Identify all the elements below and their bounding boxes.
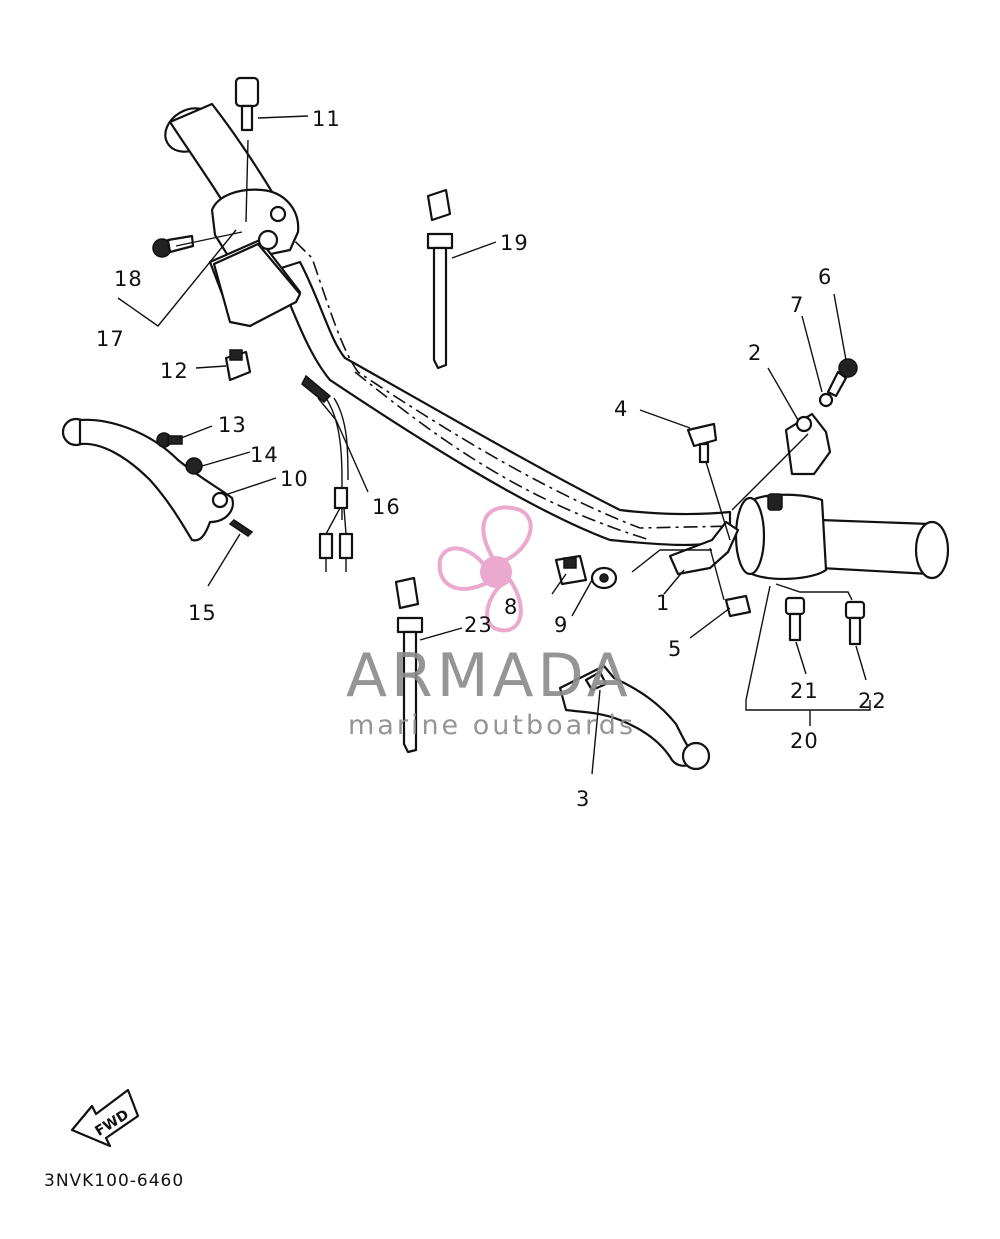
leader-lines xyxy=(117,115,871,775)
callout-9: 9 xyxy=(554,613,568,637)
callout-13: 13 xyxy=(218,413,247,437)
bolt-22 xyxy=(844,600,866,646)
callout-labels: 11 18 17 12 13 14 10 15 16 19 23 4 2 7 6… xyxy=(96,107,887,811)
callout-12: 12 xyxy=(160,359,189,383)
callout-23: 23 xyxy=(464,613,493,637)
callout-14: 14 xyxy=(250,443,279,467)
callout-19: 19 xyxy=(500,231,529,255)
callout-22: 22 xyxy=(858,689,887,713)
callout-2: 2 xyxy=(748,341,762,365)
diagram-code: 3NVK100-6460 xyxy=(44,1171,184,1191)
nut-5 xyxy=(724,594,752,618)
callout-3: 3 xyxy=(576,787,590,811)
screw-18 xyxy=(152,234,195,258)
brake-holder-2 xyxy=(784,412,832,476)
callout-15: 15 xyxy=(188,601,217,625)
adjuster-8 xyxy=(554,554,588,586)
clutch-lever xyxy=(61,417,254,542)
bracket-1 xyxy=(668,520,740,576)
wire-lead-16 xyxy=(301,374,354,572)
bolt-4 xyxy=(686,422,718,464)
brake-lever-3 xyxy=(558,664,711,771)
bolt-11 xyxy=(234,76,260,132)
nut-12 xyxy=(224,349,252,382)
washer-7 xyxy=(818,392,834,408)
callout-11: 11 xyxy=(312,107,341,131)
left-switch-housing xyxy=(208,188,302,328)
callout-21: 21 xyxy=(790,679,819,703)
callout-1: 1 xyxy=(656,591,670,615)
callout-6: 6 xyxy=(818,265,832,289)
callout-8: 8 xyxy=(504,595,518,619)
callout-16: 16 xyxy=(372,495,401,519)
callout-5: 5 xyxy=(668,637,682,661)
watermark-brand: ARMADA xyxy=(346,641,632,711)
cable-tie-19 xyxy=(426,188,454,370)
callout-10: 10 xyxy=(280,467,309,491)
bolt-6 xyxy=(826,358,858,398)
watermark-tagline: marine outboards xyxy=(348,710,636,741)
throttle-grip-assembly xyxy=(734,493,950,581)
callout-7: 7 xyxy=(790,293,804,317)
bolt-21 xyxy=(784,596,806,642)
washer-9 xyxy=(590,566,618,590)
fwd-arrow: FWD xyxy=(70,1088,140,1148)
callout-20: 20 xyxy=(790,729,819,753)
callout-17: 17 xyxy=(96,327,125,351)
cable-tie-23 xyxy=(394,576,424,754)
callout-18: 18 xyxy=(114,267,143,291)
propeller-logo xyxy=(437,505,533,633)
callout-4: 4 xyxy=(614,397,628,421)
armada-watermark: ARMADA marine outboards xyxy=(346,505,636,741)
